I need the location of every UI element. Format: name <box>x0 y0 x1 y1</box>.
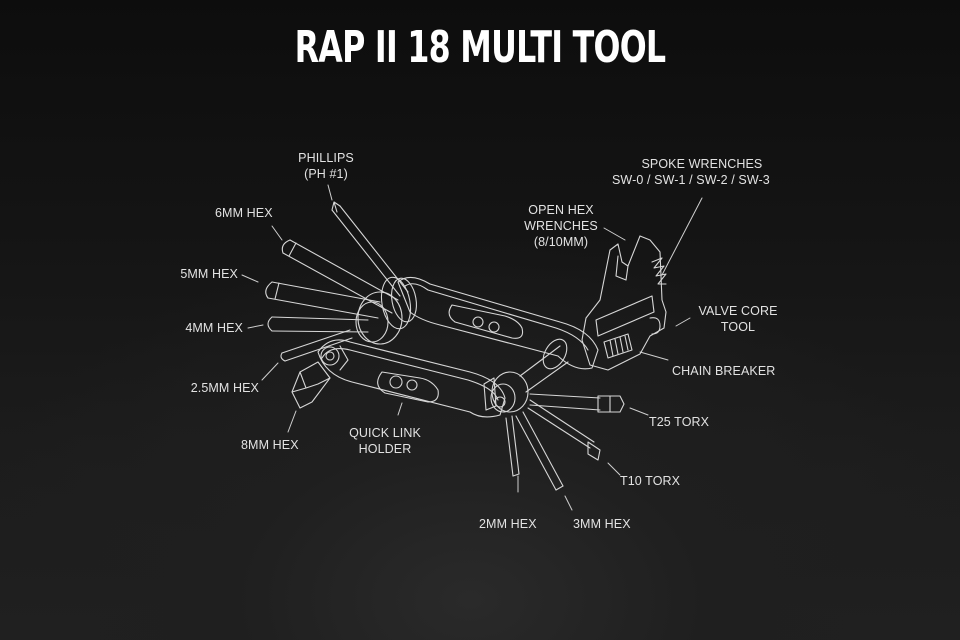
left-pivot <box>356 275 420 344</box>
chain-breaker-head <box>582 236 666 370</box>
hex5-key <box>268 282 380 318</box>
right-pivot <box>484 335 572 412</box>
leader-spoke <box>662 198 702 275</box>
leader-hex8 <box>288 411 296 432</box>
leader-chain <box>640 352 668 360</box>
upper-slot <box>449 305 522 338</box>
label-phillips: PHILLIPS (PH #1) <box>298 151 354 181</box>
label-quick-link: QUICK LINK HOLDER <box>349 426 421 456</box>
t10-tip <box>588 442 600 460</box>
leader-hex25 <box>262 363 278 380</box>
label-hex5: 5MM HEX <box>180 267 238 281</box>
label-t10: T10 TORX <box>620 474 681 488</box>
leader-hex4 <box>248 325 263 328</box>
leader-t25 <box>630 408 648 415</box>
leader-hex3 <box>565 496 572 510</box>
lezyne-badge <box>484 378 496 410</box>
valve-core-slot <box>650 318 660 334</box>
leader-t10 <box>608 463 620 475</box>
hex2-key <box>506 416 519 476</box>
t25-key <box>530 394 600 410</box>
label-valve-core: VALVE CORE TOOL <box>698 304 778 334</box>
label-chain-breaker: CHAIN BREAKER <box>672 364 776 378</box>
spoke-wrench-teeth <box>652 258 666 284</box>
page-title: RAP II 18 MULTI TOOL <box>294 22 666 73</box>
label-open-hex: OPEN HEX WRENCHES (8/10MM) <box>524 203 598 249</box>
hex8-socket <box>292 362 330 408</box>
label-hex3: 3MM HEX <box>573 517 631 531</box>
label-hex25: 2.5MM HEX <box>190 381 259 395</box>
open-hex-notch <box>616 256 628 280</box>
lower-side-plate <box>318 340 505 417</box>
hex25-key <box>282 330 352 361</box>
label-spoke-wrenches: SPOKE WRENCHES SW-0 / SW-1 / SW-2 / SW-3 <box>612 157 770 187</box>
leader-lines <box>242 185 702 510</box>
t25-tip <box>598 396 624 412</box>
hex3-key <box>516 412 563 490</box>
label-hex2: 2MM HEX <box>479 517 537 531</box>
phillips-tip <box>332 202 340 212</box>
hex6-tip <box>282 240 290 253</box>
leader-openhex <box>604 228 625 240</box>
left-hex-keys <box>266 202 408 408</box>
quick-link-slot <box>378 372 439 402</box>
label-t25: T25 TORX <box>649 415 710 429</box>
hex4-key <box>272 317 368 332</box>
left-bolt <box>321 347 339 365</box>
leader-quicklink <box>398 403 402 415</box>
leader-valve <box>676 318 690 326</box>
label-hex6: 6MM HEX <box>215 206 273 220</box>
right-keys <box>506 394 624 490</box>
phillips-bit <box>332 206 408 296</box>
label-hex8: 8MM HEX <box>241 438 299 452</box>
diagram-area: PHILLIPS (PH #1) 6MM HEX 5MM HEX 4MM HEX… <box>180 130 777 550</box>
lezyne-logo-plate <box>596 296 654 336</box>
leader-phillips <box>328 185 332 200</box>
hex6-key <box>283 240 398 313</box>
t10-key <box>528 400 594 448</box>
leader-hex6 <box>272 226 282 240</box>
leader-hex5 <box>242 275 258 282</box>
label-hex4: 4MM HEX <box>185 321 243 335</box>
upper-side-plate <box>398 277 598 368</box>
